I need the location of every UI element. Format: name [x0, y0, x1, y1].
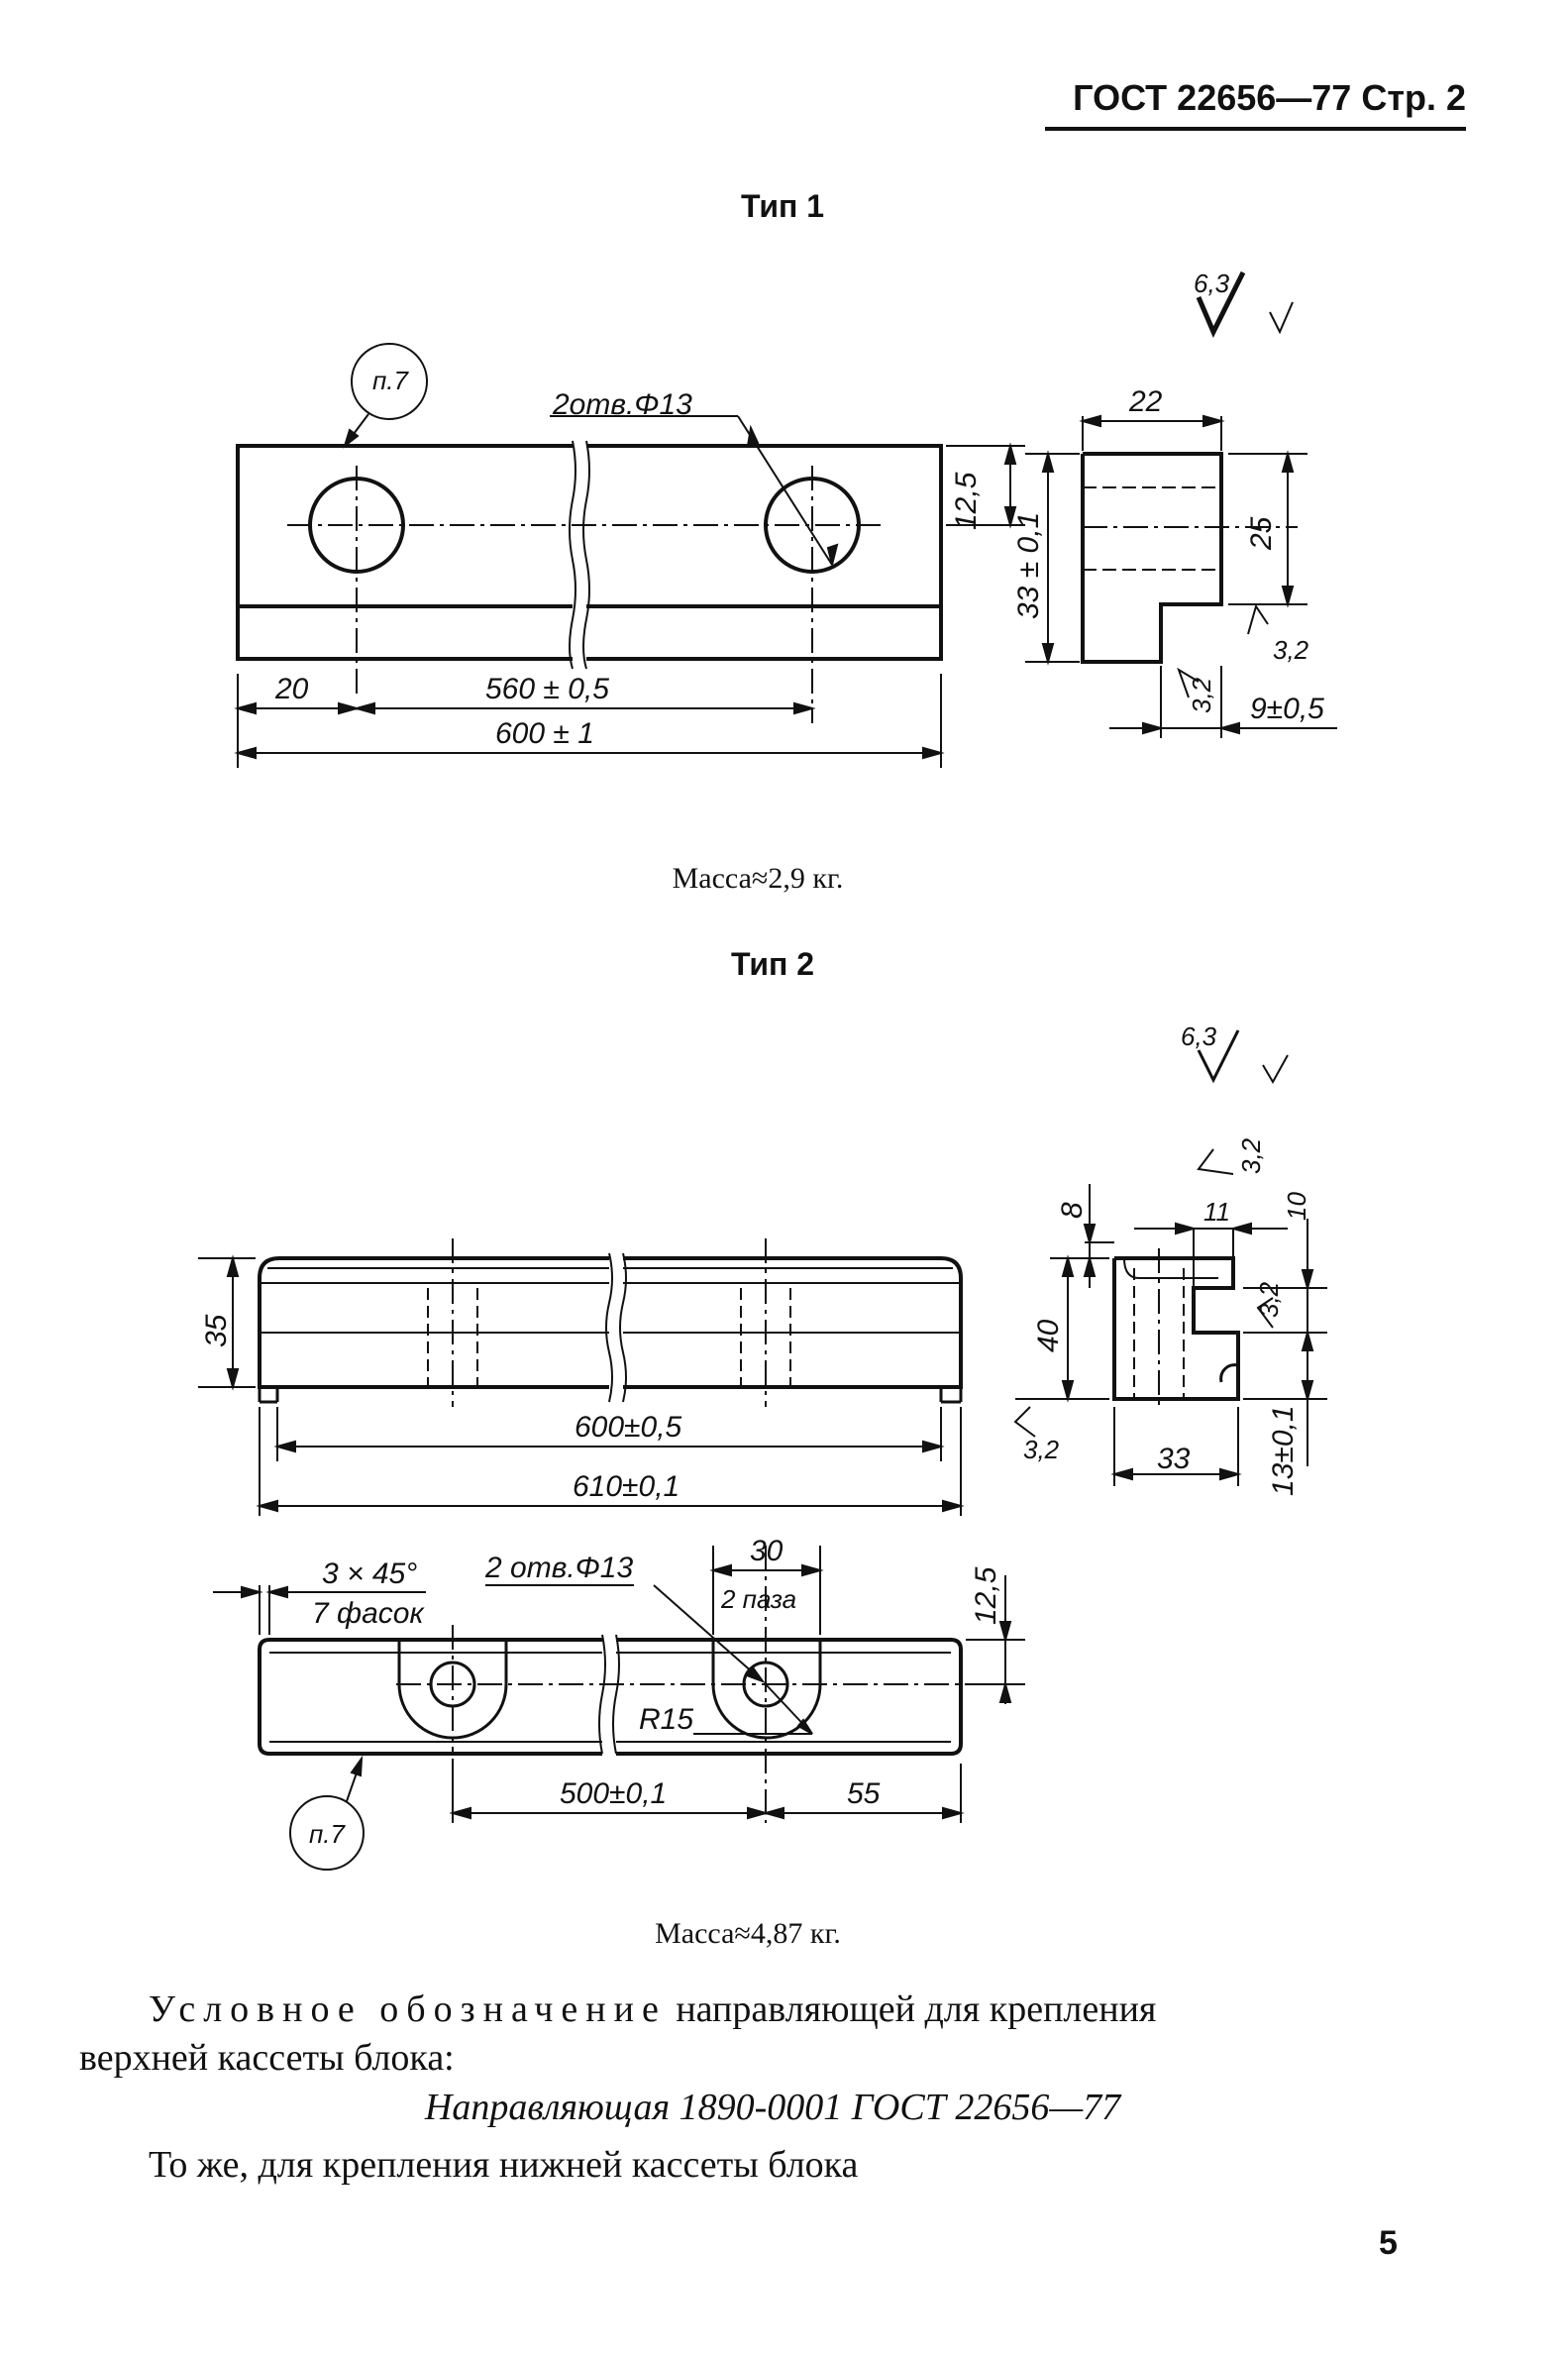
t2-dim-13: 13±0,1	[1267, 1405, 1300, 1496]
designation-rest: направляющей для крепления	[666, 1988, 1157, 2030]
header-rule	[1045, 127, 1466, 131]
t2-dim-10: 10	[1282, 1192, 1311, 1221]
t2-dim-500: 500±0,1	[560, 1777, 667, 1810]
page-label: Стр. 2	[1361, 77, 1466, 118]
t2-dim-30: 30	[750, 1535, 784, 1567]
t1-dim-20: 20	[274, 673, 309, 705]
t2-dim-40: 40	[1032, 1319, 1065, 1352]
type1-front-view	[234, 343, 1025, 768]
t2-chamfer: 3 × 45°	[322, 1557, 417, 1590]
designation-line4: То же, для крепления нижней кассеты блок…	[149, 2144, 859, 2186]
type2-title: Тип 2	[730, 946, 814, 982]
type2-mass: Масса≈4,87 кг.	[655, 1917, 841, 1950]
type2-top-view	[213, 1546, 1025, 1871]
t1-rough-2: 3,2	[1187, 677, 1216, 713]
t2-rough-3: 3,2	[1023, 1435, 1060, 1464]
t2-chamfer-count: 7 фасок	[312, 1597, 425, 1630]
page-number: 5	[1379, 2224, 1398, 2262]
t2-holes: 2 отв.Φ13	[484, 1552, 633, 1584]
t2-r15: R15	[639, 1703, 693, 1736]
t1-dim-33: 33 ± 0,1	[1012, 512, 1045, 619]
type2-front-view	[198, 1238, 965, 1516]
t2-rough-1: 3,2	[1236, 1137, 1266, 1174]
t2-dim-600: 600±0,5	[575, 1411, 682, 1444]
t2-dim-11: 11	[1203, 1197, 1230, 1227]
t2-dim-8: 8	[1056, 1202, 1089, 1219]
t1-dim-560: 560 ± 0,5	[485, 673, 609, 705]
t1-dim-9: 9±0,5	[1250, 693, 1324, 725]
t1-dim-600: 600 ± 1	[495, 717, 594, 750]
designation-paragraph: Условное обозначение направляющей для кр…	[149, 1985, 1436, 2034]
t2-dim-610: 610±0,1	[573, 1470, 679, 1503]
t2-dim-12-5: 12,5	[970, 1566, 1002, 1625]
standard-code: ГОСТ 22656—77	[1073, 77, 1352, 118]
type1-title: Тип 1	[740, 188, 824, 224]
t2-rough-2: 3,2	[1254, 1281, 1284, 1318]
t1-dim-12-5: 12,5	[950, 472, 983, 530]
t1-dim-25: 25	[1245, 516, 1278, 551]
t1-holes: 2отв.Φ13	[552, 388, 692, 421]
type1-mass: Масса≈2,9 кг.	[672, 862, 844, 895]
t2-dim-33: 33	[1157, 1443, 1191, 1475]
t1-dim-22: 22	[1128, 385, 1163, 418]
t1-callout: п.7	[372, 366, 410, 395]
designation-line2: верхней кассеты блока:	[79, 2037, 455, 2079]
page-header: ГОСТ 22656—77 Стр. 2	[1040, 77, 1466, 119]
t2-dim-55: 55	[847, 1777, 881, 1810]
designation-label: Условное обозначение	[149, 1988, 667, 2030]
t1-rough-main: 6,3	[1194, 268, 1230, 298]
designation-example: Направляющая 1890-0001 ГОСТ 22656—77	[424, 2087, 1121, 2128]
type2-side-view	[1013, 1029, 1327, 1486]
t2-slots: 2 паза	[720, 1584, 796, 1614]
t2-dim-35: 35	[200, 1314, 233, 1347]
t2-callout: п.7	[309, 1819, 347, 1849]
type1-side-view	[1025, 270, 1337, 738]
t2-rough-main: 6,3	[1181, 1021, 1217, 1051]
t1-rough-1: 3,2	[1273, 635, 1309, 665]
